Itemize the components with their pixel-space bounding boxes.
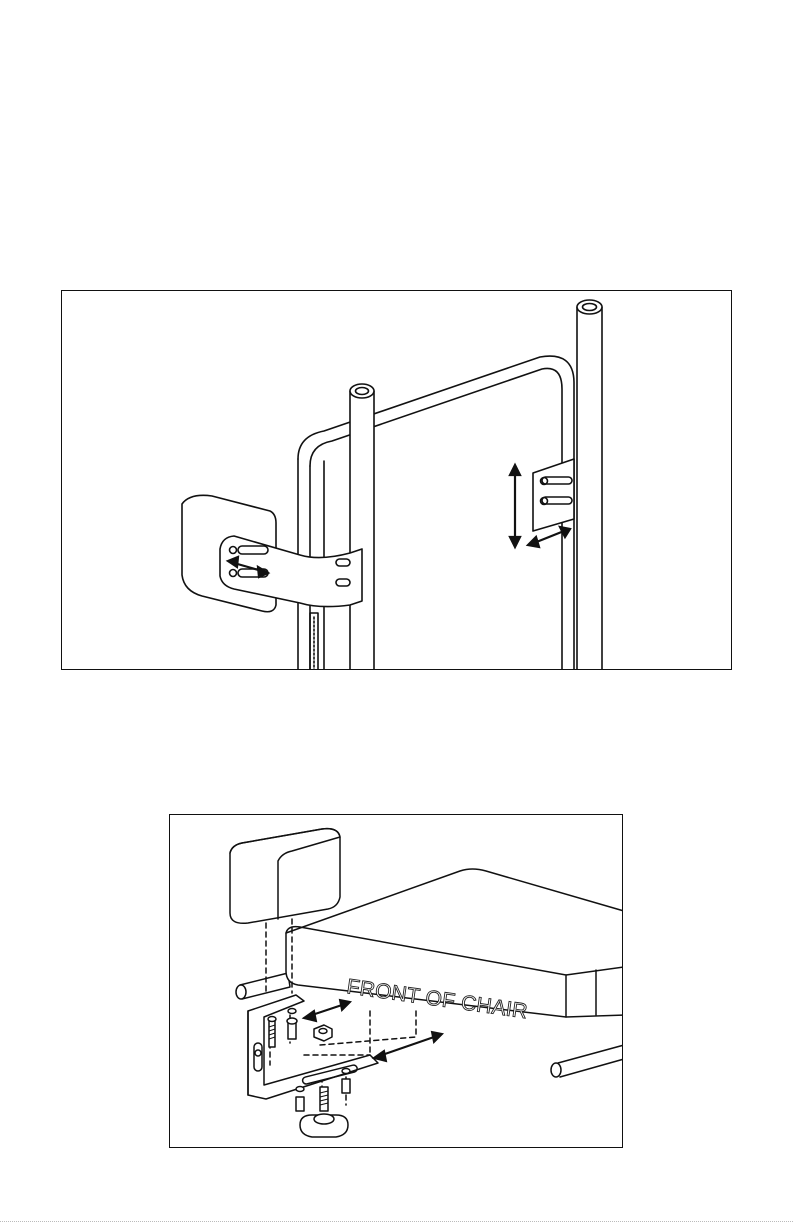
knob [300, 1087, 348, 1137]
rod-right [551, 1045, 623, 1077]
rod-left [236, 973, 290, 999]
arrow-right-icon [340, 1000, 350, 1010]
left-post [350, 384, 374, 670]
screw-3 [296, 1087, 304, 1112]
hardware-assembly-illustration: FRONT OF CHAIR [170, 815, 623, 1148]
arrow-left-icon [304, 1011, 316, 1021]
cushion-block [230, 829, 340, 924]
figure-lateral-support-adjustment [61, 290, 732, 670]
screw-1 [268, 1017, 276, 1048]
right-post [577, 300, 602, 670]
hex-nut [314, 1025, 332, 1041]
page-edge-rule [0, 1221, 793, 1222]
mount-rail [310, 613, 318, 670]
arrow-left-icon [374, 1051, 386, 1061]
screw-4 [342, 1069, 350, 1094]
arrow-right-icon [432, 1032, 442, 1042]
figure-hardware-assembly: FRONT OF CHAIR [169, 814, 623, 1148]
screw-2 [287, 1009, 297, 1040]
lateral-support-illustration [62, 291, 732, 670]
